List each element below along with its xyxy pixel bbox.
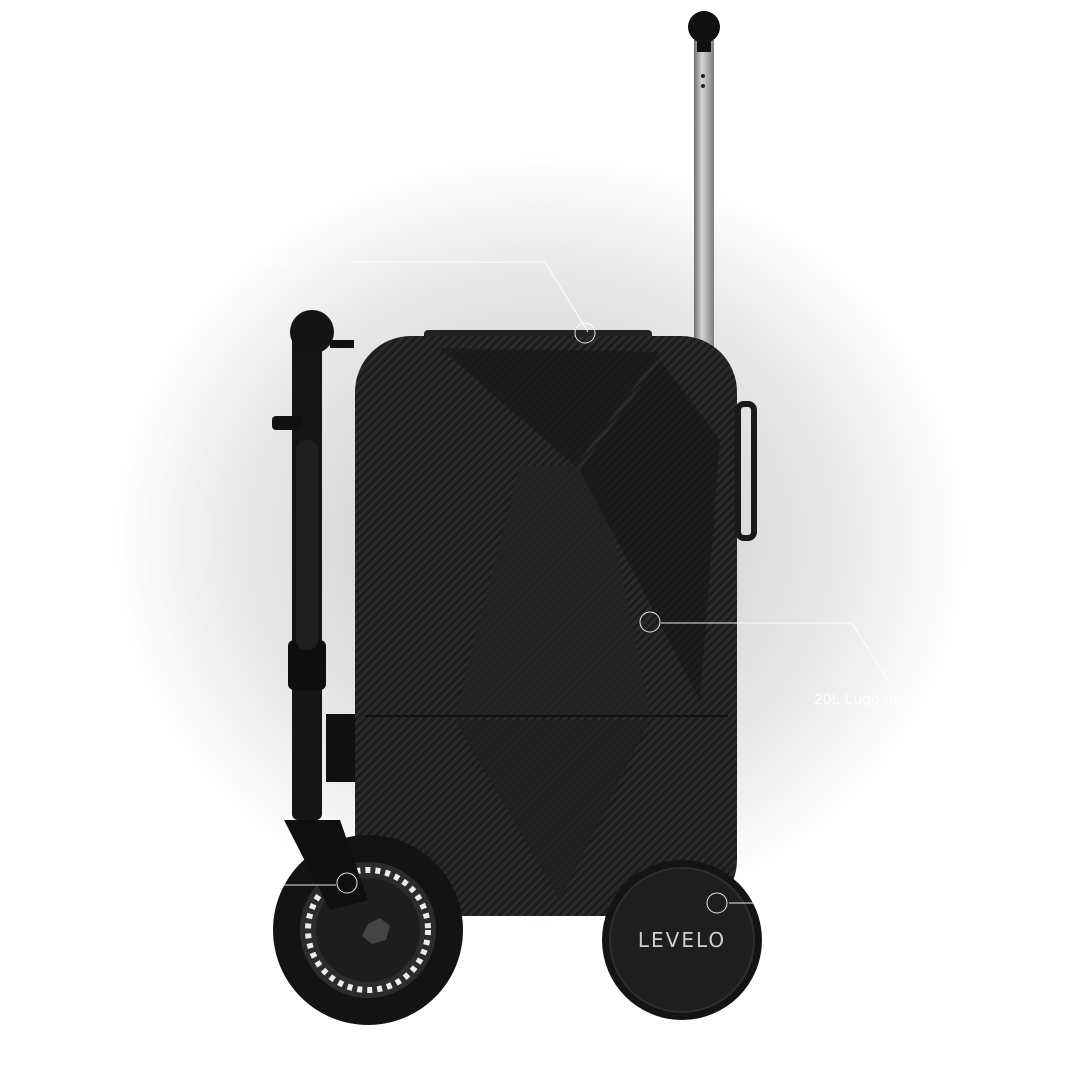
brand-logo: LEVELO	[638, 928, 726, 952]
storage-callout-line	[661, 622, 891, 685]
storage-callout-dot	[639, 611, 661, 633]
callout-lines	[148, 261, 923, 919]
wheel-callout-dot	[706, 892, 728, 914]
front-wheel	[273, 820, 463, 1025]
angle-callout-label: Angle	[200, 955, 241, 972]
steering-column	[272, 310, 356, 820]
angle-callout-dot	[336, 872, 358, 894]
suitcase-body	[355, 330, 757, 916]
weight-callout-dot	[574, 322, 596, 344]
storage-callout-label: 20L Luggage Storage	[814, 691, 968, 708]
wheel-callout-line	[729, 902, 923, 919]
wheel-callout-label: "	[852, 971, 858, 988]
weight-callout-label: 110kg Max User Weight	[118, 252, 288, 269]
rear-wheel: LEVELO	[602, 860, 762, 1020]
weight-callout-line	[350, 261, 589, 333]
telescoping-handle	[688, 11, 720, 360]
